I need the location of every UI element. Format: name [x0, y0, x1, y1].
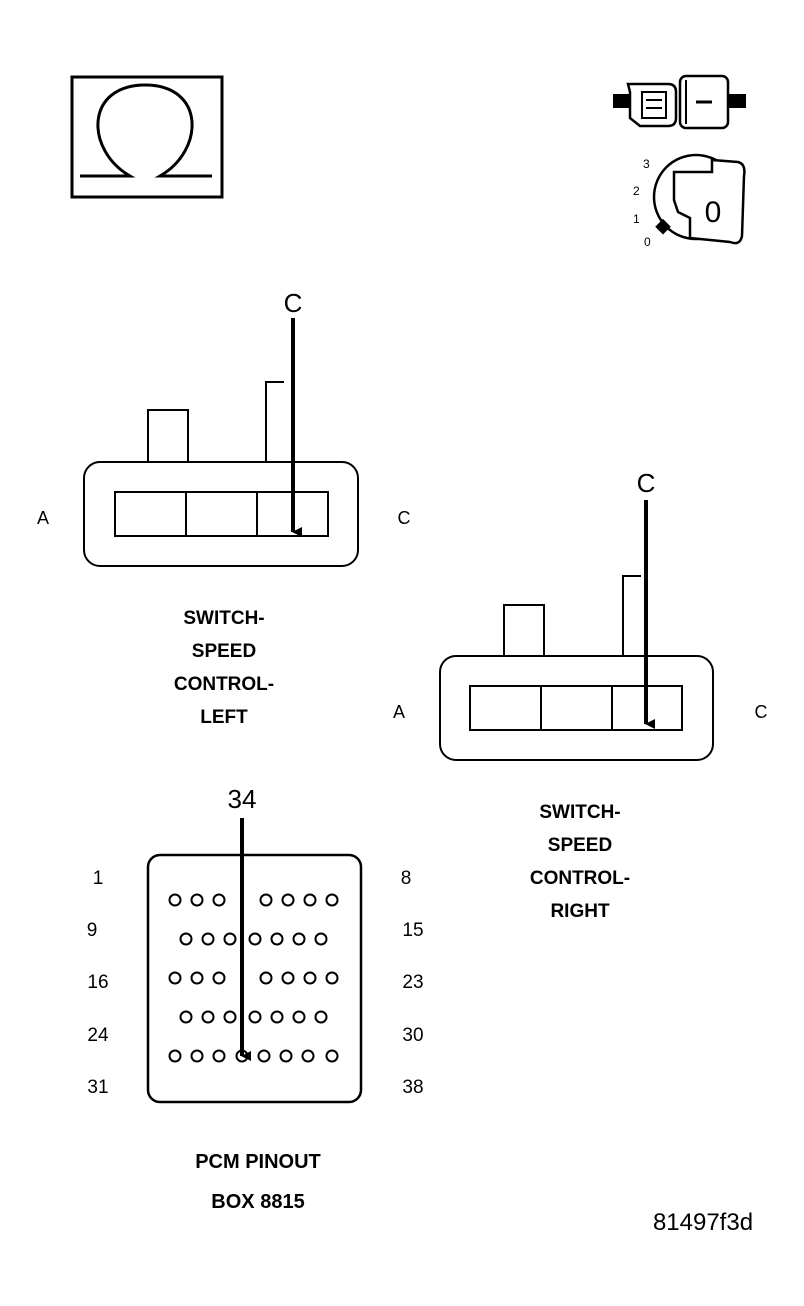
left-switch-pin-callout: C — [284, 288, 303, 318]
pcm-pin-cavity — [325, 893, 339, 907]
pcm-pin-cavity — [259, 971, 273, 985]
pcm-pin-cavity — [325, 971, 339, 985]
pcm-pin-cavity — [179, 932, 193, 946]
left-caption-line-2: SPEED — [192, 641, 256, 662]
left-switch-side-a: A — [37, 508, 49, 528]
pcm-left-number: 31 — [87, 1077, 108, 1098]
left-caption-line-4: LEFT — [200, 707, 248, 728]
figure-id: 81497f3d — [653, 1209, 753, 1236]
right-switch-side-c: C — [755, 702, 768, 722]
right-switch-caption: SWITCH- SPEED CONTROL- RIGHT — [530, 802, 630, 922]
ignition-position-2: 2 — [633, 184, 640, 198]
pcm-pin-cavity — [303, 971, 317, 985]
pcm-pin-cavity — [212, 893, 226, 907]
pcm-pin-cavity — [201, 932, 215, 946]
left-caption-line-1: SWITCH- — [183, 608, 264, 629]
pcm-pin-cavity — [248, 932, 262, 946]
pcm-pin-cavity — [259, 893, 273, 907]
pcm-caption: PCM PINOUT BOX 8815 — [195, 1151, 321, 1213]
pcm-pin-cavity — [168, 893, 182, 907]
pcm-pin-cavity — [223, 1010, 237, 1024]
right-caption-line-2: SPEED — [548, 835, 612, 856]
pcm-right-number: 15 — [402, 920, 423, 941]
pcm-left-number: 24 — [87, 1025, 109, 1046]
pcm-pin-cavity — [270, 932, 284, 946]
pcm-caption-line-1: PCM PINOUT — [195, 1151, 321, 1173]
left-switch-connector — [83, 318, 359, 567]
pcm-left-number: 1 — [93, 868, 104, 889]
right-caption-line-3: CONTROL- — [530, 868, 630, 889]
pcm-pin-cavity — [292, 1010, 306, 1024]
pcm-pin-callout: 34 — [228, 784, 257, 814]
pcm-right-number: 23 — [402, 972, 423, 993]
pcm-pin-cavity — [303, 893, 317, 907]
pcm-pin-cavity — [279, 1049, 293, 1063]
pcm-pin-cavity — [190, 1049, 204, 1063]
pcm-pin-cavity — [190, 971, 204, 985]
pcm-caption-line-2: BOX 8815 — [211, 1191, 304, 1213]
pcm-pin-cavity — [325, 1049, 339, 1063]
right-caption-line-4: RIGHT — [550, 901, 610, 922]
left-caption-line-3: CONTROL- — [174, 674, 274, 695]
ignition-key-label: 0 — [705, 196, 722, 229]
ignition-key-icon: 3 2 1 0 0 — [633, 153, 746, 249]
pcm-pin-cavity — [190, 893, 204, 907]
pcm-pin-cavity — [168, 971, 182, 985]
pcm-pin-cavity — [270, 1010, 284, 1024]
pcm-pin-cavity — [314, 1010, 328, 1024]
pcm-pin-cavity — [314, 932, 328, 946]
ignition-position-0: 0 — [644, 235, 651, 249]
pcm-pin-cavity — [212, 971, 226, 985]
right-switch-side-a: A — [393, 702, 405, 722]
right-switch-pin-callout: C — [637, 468, 656, 498]
disconnect-connector-icon — [613, 74, 746, 130]
pcm-pin-cavity — [201, 1010, 215, 1024]
pcm-pin-cavity — [223, 932, 237, 946]
pcm-right-number: 30 — [402, 1025, 423, 1046]
left-switch-caption: SWITCH- SPEED CONTROL- LEFT — [174, 608, 274, 728]
pcm-connector — [146, 818, 363, 1104]
pcm-pin-cavity — [212, 1049, 226, 1063]
pcm-pin-cavity — [292, 932, 306, 946]
left-switch-side-c: C — [398, 508, 411, 528]
pcm-pin-cavity — [301, 1049, 315, 1063]
pcm-pin-grid — [168, 893, 339, 1063]
pcm-right-number: 8 — [401, 868, 412, 889]
pcm-left-number: 16 — [87, 972, 108, 993]
pcm-pin-cavity — [168, 1049, 182, 1063]
ignition-position-1: 1 — [633, 212, 640, 226]
ignition-position-3: 3 — [643, 157, 650, 171]
right-caption-line-1: SWITCH- — [539, 802, 620, 823]
pcm-pin-cavity — [179, 1010, 193, 1024]
pcm-pin-cavity — [248, 1010, 262, 1024]
pcm-pin-cavity — [281, 893, 295, 907]
pcm-pin-cavity — [257, 1049, 271, 1063]
pcm-left-number: 9 — [87, 920, 98, 941]
ohmmeter-icon — [70, 75, 224, 199]
pcm-right-numbers: 8 15 23 30 38 — [401, 868, 424, 1098]
pcm-pin-cavity — [281, 971, 295, 985]
pcm-left-numbers: 1 9 16 24 31 — [87, 868, 109, 1098]
right-switch-connector — [439, 500, 714, 761]
pcm-right-number: 38 — [402, 1077, 423, 1098]
